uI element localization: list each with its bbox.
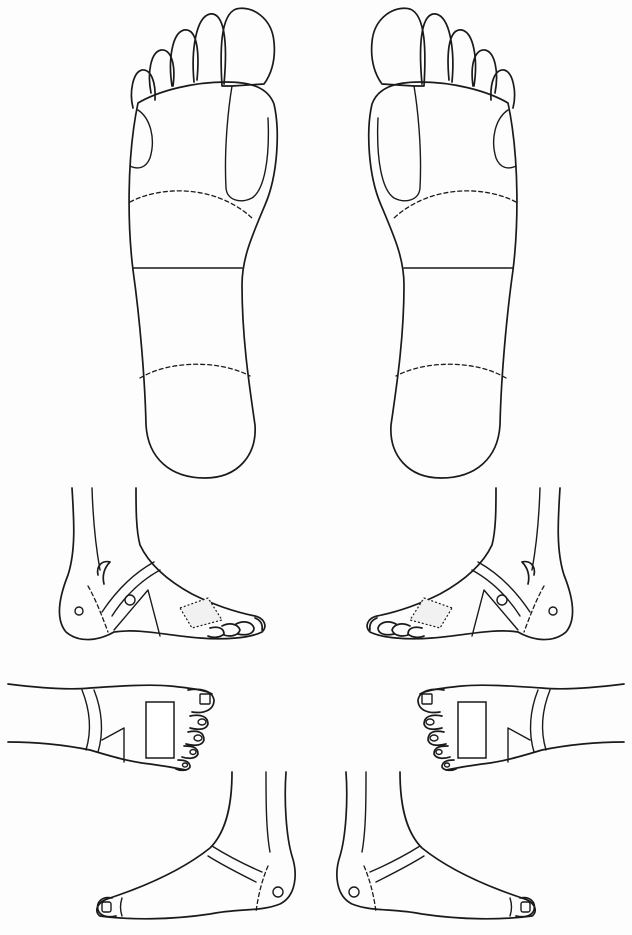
right-medial-heel-dash: [524, 586, 544, 632]
left-lateral-toe-nail: [102, 902, 111, 912]
left-foot-sole-icon: [129, 8, 277, 478]
right-dorsal-rect-zone: [458, 702, 486, 758]
left-sole-outline: [129, 82, 277, 478]
right-lateral-ankle-circle: [349, 887, 359, 897]
right-foot-sole-icon: [369, 8, 517, 478]
left-medial-leg-back: [59, 488, 264, 640]
left-sole-little-toe: [131, 70, 155, 108]
right-dorsal-leg-top: [420, 684, 624, 694]
left-foot-lateral-view-icon: [97, 772, 295, 919]
right-medial-toe-3: [408, 627, 424, 637]
left-lateral-ankle-band-inner: [208, 856, 256, 882]
left-dorsal-leg-top: [8, 684, 212, 694]
left-dorsal-rect-zone: [146, 702, 174, 758]
right-lateral-toe-joint: [510, 898, 512, 916]
right-medial-arch-triangle: [472, 590, 518, 636]
right-sole-outline: [369, 82, 517, 478]
right-sole-waist-dash: [394, 191, 516, 218]
right-foot-dorsal-view-icon: [418, 684, 624, 770]
left-medial-ankle-hook: [98, 562, 110, 584]
right-medial-achilles-line: [532, 488, 540, 570]
left-dorsal-toe-3-nail: [194, 735, 202, 741]
left-lateral-heel-dash: [256, 866, 268, 912]
right-dorsal-ankle-band-inner: [531, 690, 538, 752]
left-medial-heel-dash: [88, 586, 108, 632]
right-lateral-toe: [516, 898, 534, 917]
right-lateral-heel-dash: [364, 866, 376, 912]
left-medial-heel-circle: [75, 607, 83, 615]
right-lateral-toe-nail: [521, 902, 530, 912]
right-lateral-ankle-band: [370, 846, 420, 872]
right-medial-ankle-hook: [522, 562, 534, 584]
right-sole-heel-dash: [396, 364, 506, 378]
left-medial-achilles-line: [92, 488, 100, 570]
left-sole-waist-dash: [130, 191, 252, 218]
left-lateral-toe-joint: [121, 898, 123, 916]
left-lateral-ankle-circle: [273, 887, 283, 897]
left-sole-little-toe-pad-zone: [130, 110, 152, 168]
right-sole-big-toe-ball-zone: [378, 86, 421, 201]
left-sole-big-toe-ball-zone: [225, 86, 268, 201]
right-dorsal-toe-2-nail: [426, 719, 434, 725]
left-lateral-fibula-line: [266, 772, 270, 852]
right-medial-heel-circle: [549, 607, 557, 615]
right-medial-hatched-zone: [410, 598, 452, 628]
right-medial-ankle-circle: [497, 595, 507, 605]
right-dorsal-toe-5-nail: [445, 763, 450, 767]
left-lateral-leg-front: [97, 772, 295, 919]
right-sole-big-toe: [372, 8, 425, 86]
right-dorsal-toe-3-nail: [430, 735, 438, 741]
left-medial-ankle-circle: [125, 595, 135, 605]
right-lateral-ankle-band-inner: [376, 856, 424, 882]
left-medial-arch-triangle: [114, 590, 160, 636]
left-dorsal-toe-2-nail: [198, 719, 206, 725]
left-dorsal-toe-4-nail: [190, 750, 196, 755]
right-lateral-leg-front: [337, 772, 535, 919]
right-dorsal-ankle-band: [543, 690, 550, 750]
left-medial-hatched-zone: [180, 598, 222, 628]
left-dorsal-ankle-band-inner: [94, 690, 101, 752]
right-lateral-fibula-line: [362, 772, 366, 852]
right-dorsal-toe-4-nail: [436, 750, 442, 755]
left-foot-medial-view-icon: [59, 488, 264, 640]
right-dorsal-big-toe-nail: [422, 694, 432, 704]
right-sole-little-toe: [491, 70, 515, 108]
right-sole-little-toe-pad-zone: [494, 110, 516, 168]
left-medial-toe-3: [208, 627, 224, 637]
right-medial-leg-back: [367, 488, 572, 640]
left-foot-dorsal-view-icon: [8, 684, 214, 770]
right-foot-lateral-view-icon: [337, 772, 535, 919]
left-lateral-toe: [98, 898, 116, 917]
right-foot-medial-view-icon: [367, 488, 572, 640]
left-lateral-ankle-band: [212, 846, 262, 872]
left-sole-heel-dash: [140, 364, 250, 378]
left-dorsal-toe-5-nail: [183, 763, 188, 767]
left-sole-big-toe: [221, 8, 274, 86]
left-dorsal-ankle-band: [82, 690, 89, 750]
left-dorsal-big-toe-nail: [200, 694, 210, 704]
